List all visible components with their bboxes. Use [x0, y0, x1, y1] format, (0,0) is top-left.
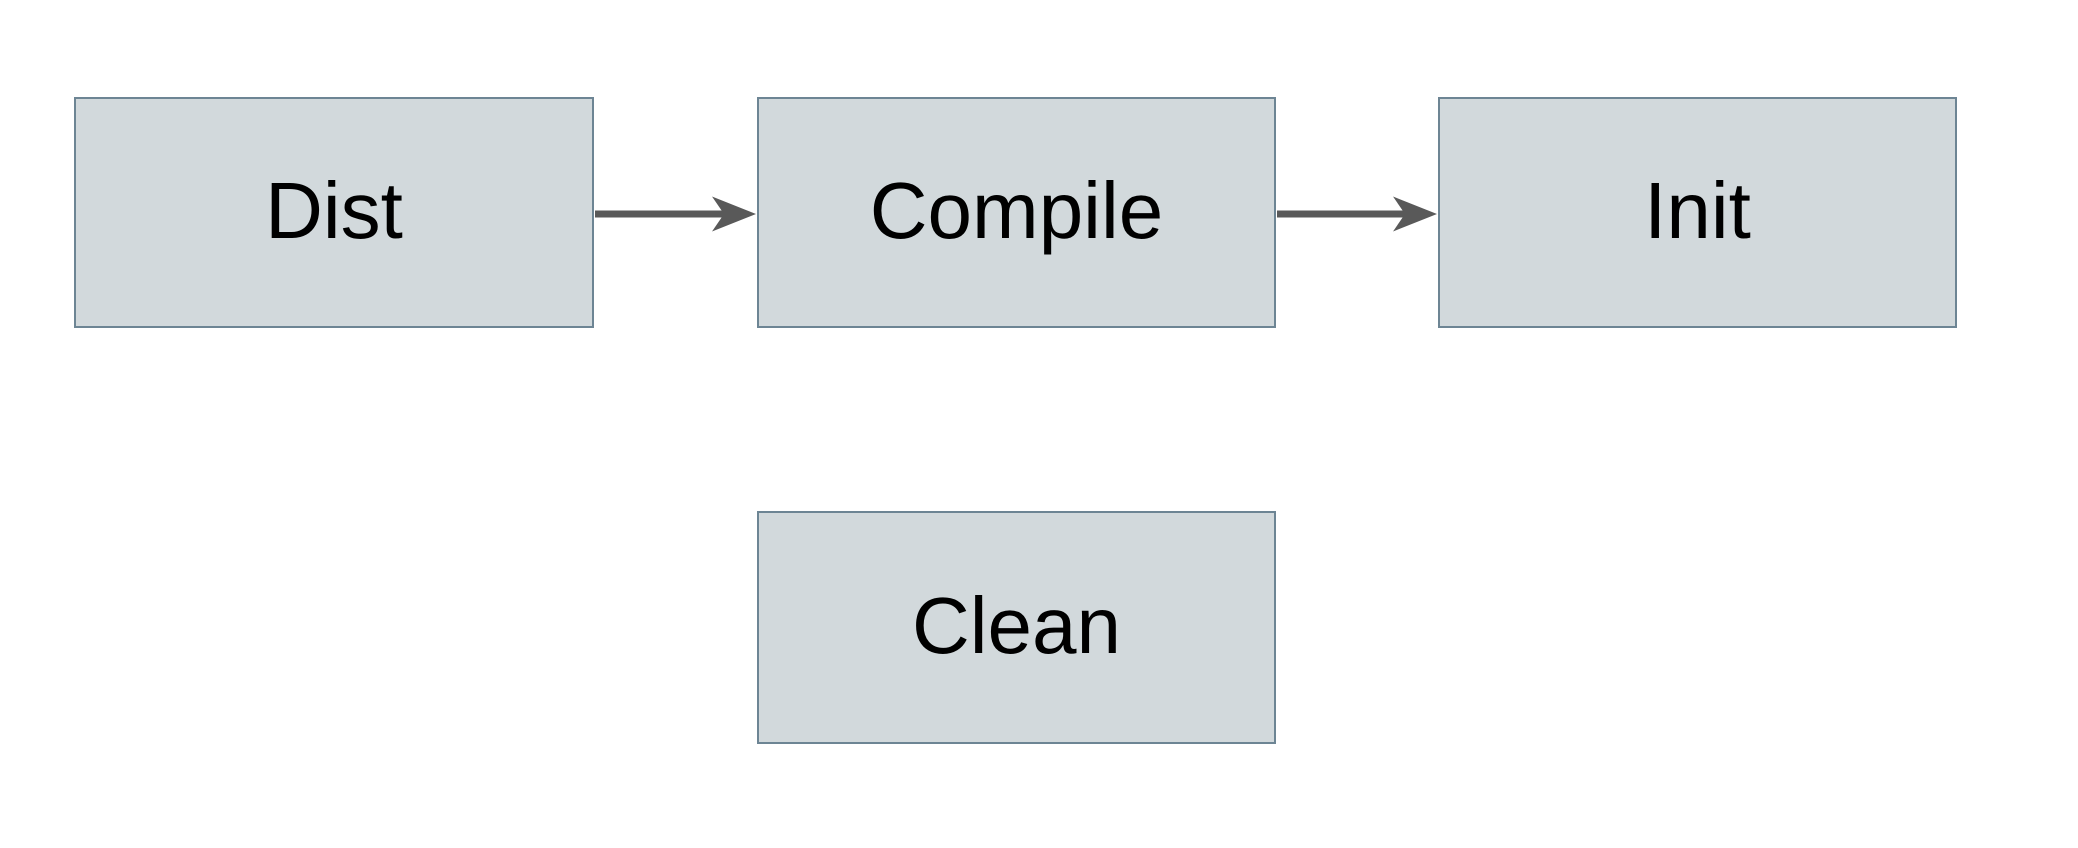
node-clean-label: Clean — [911, 580, 1122, 670]
node-init-label: Init — [1644, 165, 1751, 255]
node-dist[interactable]: Dist — [74, 97, 594, 328]
arrow-dist-to-compile-icon — [595, 196, 756, 232]
node-compile[interactable]: Compile — [757, 97, 1276, 328]
arrow-compile-to-init-icon — [1277, 196, 1437, 232]
node-dist-label: Dist — [265, 165, 403, 255]
node-clean[interactable]: Clean — [757, 511, 1276, 744]
node-compile-label: Compile — [869, 165, 1164, 255]
node-init[interactable]: Init — [1438, 97, 1957, 328]
